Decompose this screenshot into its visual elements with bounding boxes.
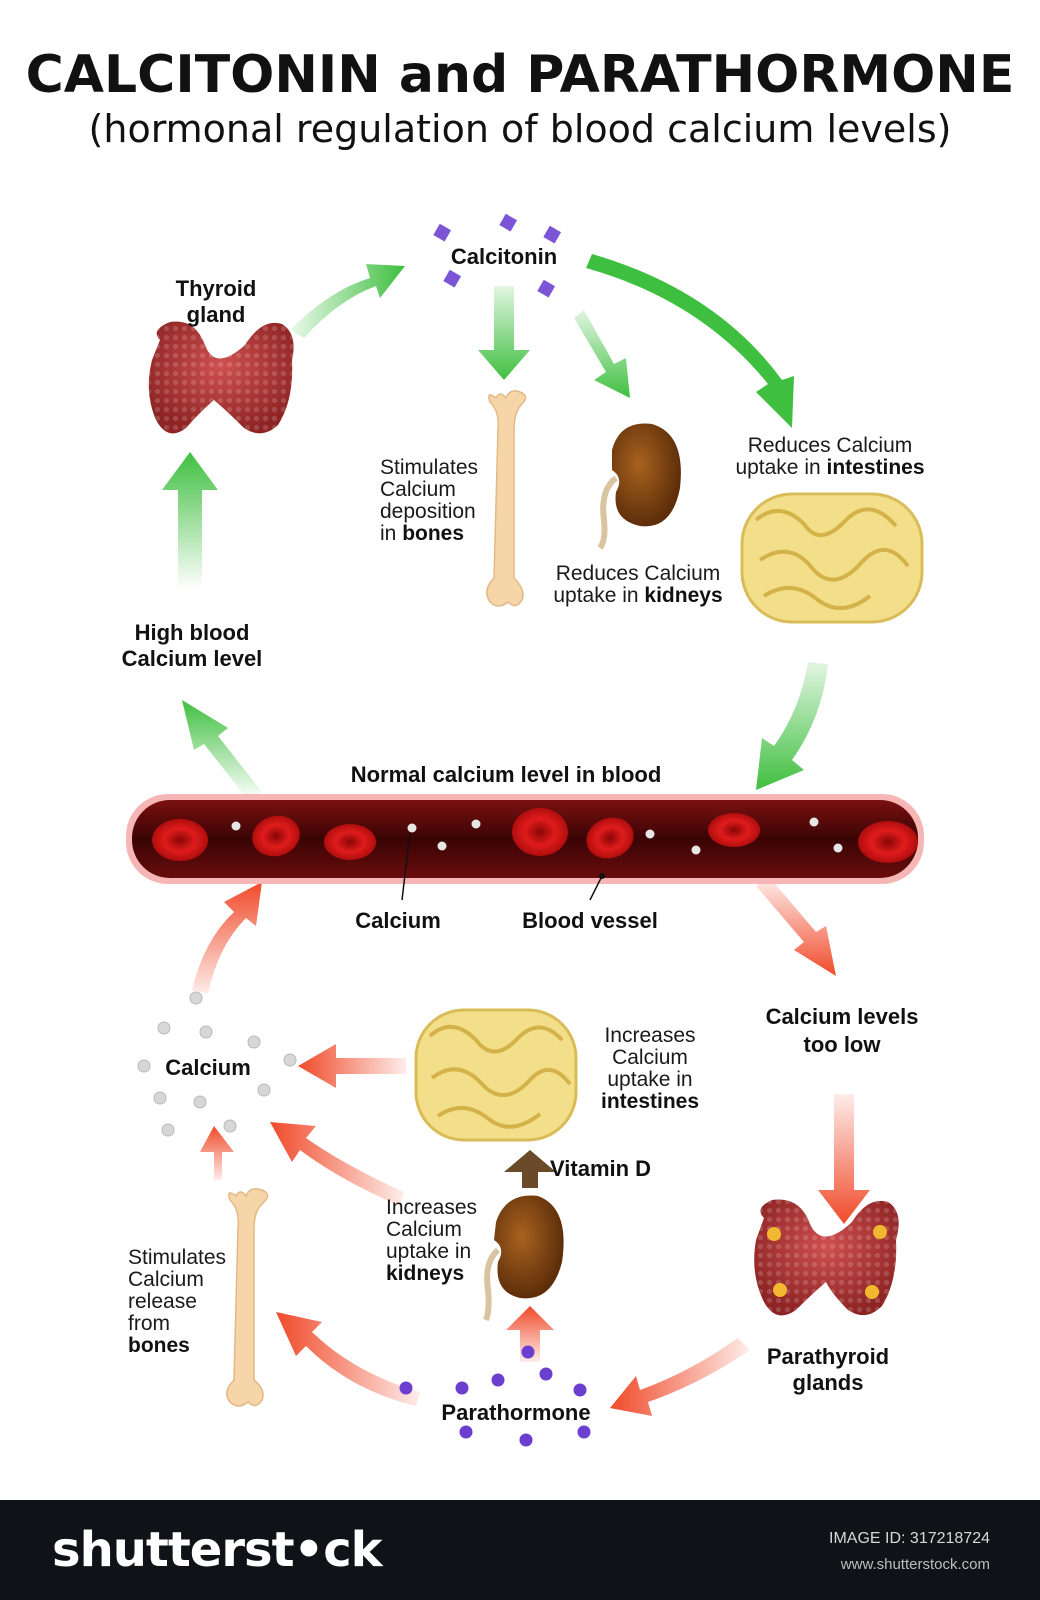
footer-bar: shutterst•ck IMAGE ID: 317218724 www.shu… (0, 1500, 1040, 1600)
intestine-bottom-icon (414, 1008, 578, 1142)
intestine-top-icon (740, 492, 924, 624)
arrow-vessel-to-low (756, 878, 836, 976)
page-subtitle: (hormonal regulation of blood calcium le… (89, 107, 952, 151)
normal-level-label: Normal calcium level in blood (351, 762, 662, 787)
bone-top-text-4: in bones (380, 522, 464, 545)
arrow-calcitonin-to-kidney (574, 310, 630, 398)
bone-top-text-2: Calcium (380, 478, 456, 501)
bone-bottom-text-1: Stimulates (128, 1246, 226, 1269)
calcium-ions (231, 817, 843, 855)
arrow-intestine-to-calcium (298, 1044, 406, 1088)
thyroid-label-2: gland (187, 302, 246, 327)
arrow-intestine-to-vessel (756, 662, 828, 790)
high-calcium-label: High blood (135, 620, 250, 645)
kidney-top-text-2: uptake in kidneys (553, 584, 722, 607)
intestine-bottom-text-3: uptake in (607, 1068, 692, 1091)
arrow-vessel-to-high (182, 700, 262, 800)
bone-bottom-text-2: Calcium (128, 1268, 204, 1291)
kidney-bottom-text-2: Calcium (386, 1218, 462, 1241)
kidney-top-icon (597, 423, 681, 550)
arrow-calcium-to-vessel (192, 882, 262, 994)
calcium-pointer-line (401, 831, 411, 901)
calcium-pool-ions (137, 991, 297, 1137)
arrow-parathyroid-to-parathormone (610, 1338, 750, 1416)
arrow-calcitonin-to-bone (478, 286, 530, 380)
parathormone-particles (399, 1345, 591, 1447)
arrow-parathormone-to-bone (276, 1312, 420, 1406)
kidney-top-text-1: Reduces Calcium (556, 562, 721, 585)
parathyroid-label-2: glands (793, 1370, 864, 1395)
bone-top-text-3: deposition (380, 500, 476, 523)
bone-bottom-text-4: from (128, 1312, 170, 1335)
calcium-pointer-label: Calcium (355, 908, 441, 933)
page-title: CALCITONIN and PARATHORMONE (26, 45, 1015, 105)
calcitonin-label: Calcitonin (451, 244, 557, 269)
intestine-bottom-text-2: Calcium (612, 1046, 688, 1069)
intestine-bottom-text-4: intestines (601, 1090, 699, 1113)
low-calcium-label-2: too low (804, 1032, 882, 1057)
blood-vessel (126, 794, 924, 884)
arrow-calcitonin-to-intestine (586, 254, 794, 428)
intestine-top-text-2: uptake in intestines (735, 456, 924, 479)
bone-bottom-text-3: release (128, 1290, 197, 1313)
image-id: IMAGE ID: 317218724 (829, 1530, 990, 1547)
parathormone-label: Parathormone (441, 1400, 590, 1425)
calcium-pool-label: Calcium (165, 1055, 251, 1080)
thyroid-gland-icon (148, 321, 294, 434)
arrow-high-to-thyroid (162, 452, 218, 590)
kidney-bottom-icon (483, 1195, 564, 1322)
diagram-canvas: CALCITONIN and PARATHORMONE (hormonal re… (26, 45, 1015, 1447)
arrow-low-to-parathyroid (818, 1094, 870, 1224)
arrow-bone-to-calcium (200, 1126, 234, 1180)
thyroid-label: Thyroid (176, 276, 257, 301)
low-calcium-label: Calcium levels (766, 1004, 919, 1029)
arrow-kidney-to-calcium (270, 1122, 404, 1206)
parathyroid-glands-icon (754, 1199, 899, 1316)
vitamin-d-arrow (504, 1150, 556, 1188)
arrow-thyroid-to-calcitonin (290, 264, 405, 338)
bone-top-text-1: Stimulates (380, 456, 478, 479)
calcitonin-particles (433, 213, 562, 298)
shutterstock-logo[interactable]: shutterst•ck (52, 1522, 383, 1578)
blood-vessel-label: Blood vessel (522, 908, 658, 933)
vitamin-d-label: Vitamin D (550, 1156, 651, 1181)
arrow-parathormone-to-kidney (506, 1306, 554, 1362)
high-calcium-label-2: Calcium level (122, 646, 263, 671)
parathyroid-label: Parathyroid (767, 1344, 889, 1369)
bone-bottom-icon (226, 1188, 269, 1407)
bone-bottom-text-5: bones (128, 1334, 190, 1357)
kidney-bottom-text-1: Increases (386, 1196, 477, 1219)
kidney-bottom-text-3: uptake in (386, 1240, 471, 1263)
bone-top-icon (486, 390, 527, 607)
kidney-bottom-text-4: kidneys (386, 1262, 464, 1285)
intestine-top-text-1: Reduces Calcium (748, 434, 913, 457)
site-url[interactable]: www.shutterstock.com (840, 1556, 990, 1573)
vessel-pointer-line (589, 875, 603, 901)
red-blood-cells (152, 808, 918, 863)
intestine-bottom-text-1: Increases (604, 1024, 695, 1047)
